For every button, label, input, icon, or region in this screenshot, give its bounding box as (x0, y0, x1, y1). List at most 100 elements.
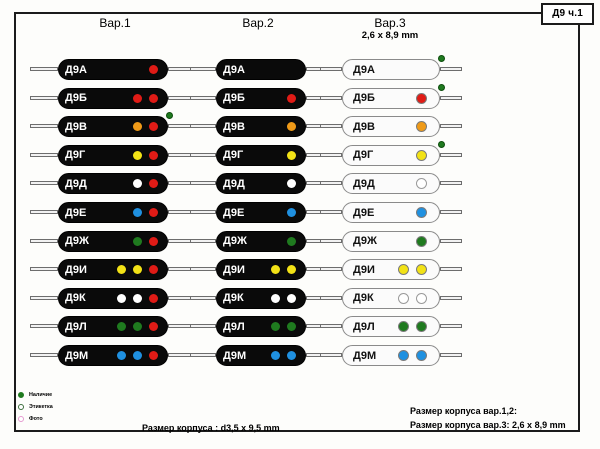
diode-var2: Д9Ж (190, 228, 332, 254)
column-heading-label: Вар.2 (242, 16, 274, 30)
diode-var1: Д9М (30, 342, 196, 368)
color-band-green (416, 235, 427, 247)
diode-type-label: Д9К (65, 292, 86, 305)
diode-lead-left (320, 152, 342, 157)
diode-body: Д9Л (216, 316, 306, 338)
diode-lead-left (320, 181, 342, 186)
diode-lead-left (190, 267, 216, 272)
color-band-group (416, 207, 439, 218)
diode-lead-left (30, 181, 58, 186)
color-band-group (117, 293, 167, 303)
diode-var3: Д9М (320, 342, 462, 368)
diode-lead-right (440, 324, 462, 329)
caption-var12-line: Размер корпуса вар.1,2: (410, 406, 518, 416)
diode-var1: Д9Л (30, 313, 196, 339)
diode-var1: Д9А (30, 56, 196, 82)
diode-lead-left (190, 295, 216, 300)
color-band-blue (287, 351, 296, 360)
diode-type-label: Д9В (353, 120, 375, 133)
availability-marker-icon (438, 55, 445, 62)
color-band-yellow (398, 264, 409, 276)
diode-body: Д9И (216, 259, 306, 281)
color-band-white (287, 179, 296, 189)
diode-var2: Д9Л (190, 313, 332, 339)
color-band-red (149, 351, 158, 360)
column-heading-label: Вар.1 (99, 16, 131, 30)
diode-var2: Д9А (190, 56, 332, 82)
color-band-group (398, 321, 439, 333)
diode-row: Д9А Д9А Д9А (0, 55, 600, 82)
color-band-group (133, 208, 167, 217)
diode-type-label: Д9А (353, 63, 375, 76)
legend-swatch-icon (18, 416, 24, 422)
diode-body: Д9М (58, 345, 168, 366)
color-band-group (416, 178, 439, 190)
caption-body-size-var12: Размер корпуса : d3,5 x 9,5 mm (142, 423, 280, 433)
color-band-yellow (117, 265, 126, 275)
diode-body: Д9К (58, 287, 168, 309)
diode-var3: Д9К (320, 285, 462, 311)
color-band-white (133, 293, 142, 303)
diode-body: Д9В (216, 116, 306, 138)
diode-type-label: Д9Г (223, 149, 244, 162)
diode-var3: Д9Б (320, 83, 462, 111)
diode-lead-left (30, 67, 58, 71)
diode-body: Д9Е (58, 202, 168, 223)
color-band-group (287, 122, 305, 132)
diode-body: Д9А (216, 59, 306, 80)
diode-body: Д9А (342, 59, 440, 80)
diode-type-label: Д9А (223, 63, 245, 76)
diode-lead-left (30, 152, 58, 157)
diode-body: Д9Ж (342, 230, 440, 252)
color-band-group (398, 264, 439, 276)
diode-lead-left (30, 353, 58, 357)
column-heading-sub: 2,6 x 8,9 mm (361, 30, 419, 41)
diode-lead-left (190, 181, 216, 186)
diode-var2: Д9Д (190, 170, 332, 196)
diode-type-label: Д9Е (223, 206, 245, 219)
diode-type-label: Д9М (223, 349, 247, 362)
color-band-red (149, 65, 158, 74)
diode-lead-left (320, 353, 342, 357)
color-band-yellow (133, 150, 142, 160)
diode-lead-left (320, 124, 342, 129)
color-band-group (398, 292, 439, 304)
diode-var2: Д9К (190, 285, 332, 311)
legend-label: Фото (29, 415, 43, 422)
color-band-yellow (416, 149, 427, 161)
diode-lead-left (190, 67, 216, 71)
diode-var3: Д9Е (320, 199, 462, 225)
diode-var3: Д9В (320, 113, 462, 139)
diode-lead-right (440, 267, 462, 272)
diode-lead-right (440, 210, 462, 214)
color-band-blue (133, 351, 142, 360)
color-band-group (287, 236, 305, 246)
diode-lead-right (440, 67, 462, 71)
diode-body: Д9Б (58, 87, 168, 109)
diode-row: Д9М Д9М Д9М (0, 342, 600, 368)
diode-var3: Д9А (320, 55, 462, 82)
color-band-group (271, 351, 305, 360)
color-band-blue (416, 350, 427, 361)
legend-item: Наличие (18, 390, 53, 400)
color-band-group (416, 149, 439, 161)
diode-lead-right (440, 124, 462, 129)
availability-marker-icon (438, 83, 445, 91)
diode-lead-left (190, 353, 216, 357)
color-band-group (398, 350, 439, 361)
diode-var1: Д9И (30, 256, 196, 282)
diode-body: Д9Б (342, 87, 440, 109)
diode-type-label: Д9М (353, 349, 377, 362)
diode-type-label: Д9Л (65, 320, 87, 333)
diode-type-label: Д9Е (65, 206, 87, 219)
color-band-group (416, 92, 439, 104)
diode-type-label: Д9А (65, 63, 87, 76)
color-band-blue (133, 208, 142, 217)
color-band-red (133, 93, 142, 103)
diode-lead-right (440, 95, 462, 100)
diode-var1: Д9Е (30, 199, 196, 225)
color-band-group (133, 122, 167, 132)
diode-type-label: Д9Д (353, 177, 375, 190)
color-band-green (287, 322, 296, 332)
